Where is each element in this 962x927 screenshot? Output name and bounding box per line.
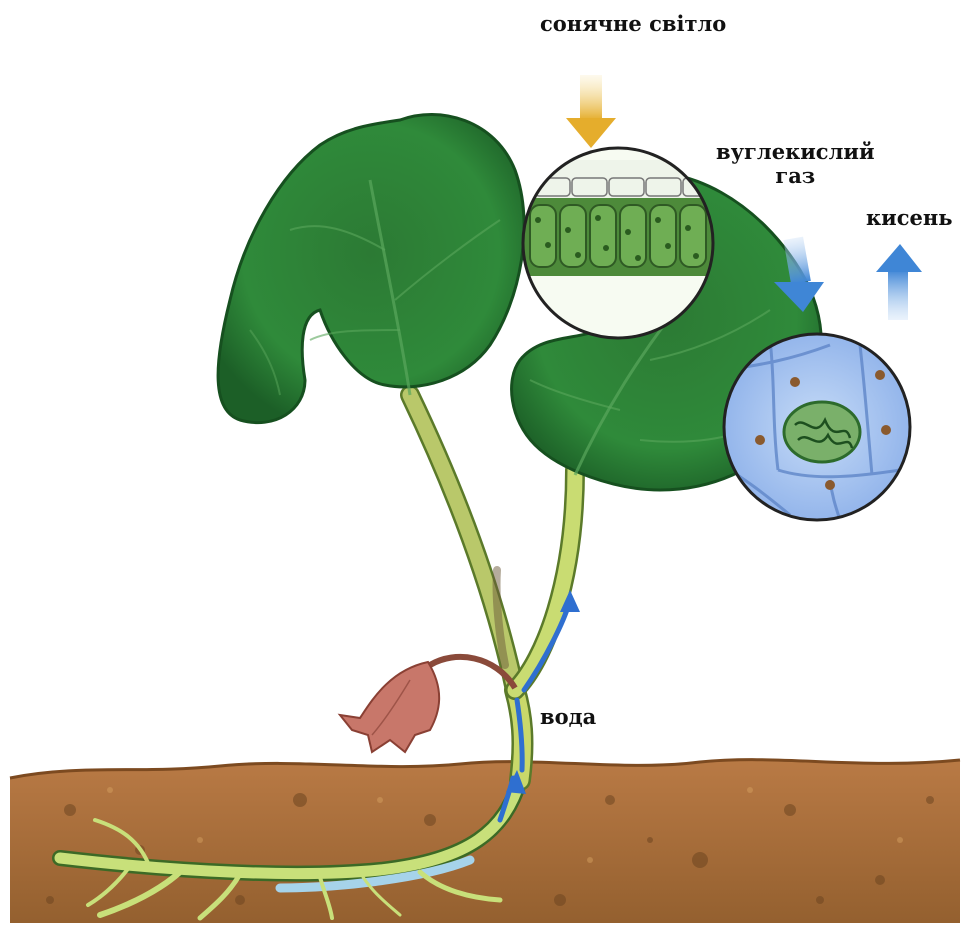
water-label: вода [540,705,596,729]
co2-label-line1: вуглекислий [716,140,875,164]
oxygen-label: кисень [866,206,953,230]
cell-magnifier [724,334,910,520]
sunlight-arrow [566,75,616,148]
co2-label-line2: газ [716,164,875,188]
leaf-left [218,114,524,422]
flower [340,657,515,752]
sunlight-label: сонячне світло [540,12,726,36]
co2-label: вуглекислий газ [716,140,875,188]
oxygen-arrow [876,244,922,320]
